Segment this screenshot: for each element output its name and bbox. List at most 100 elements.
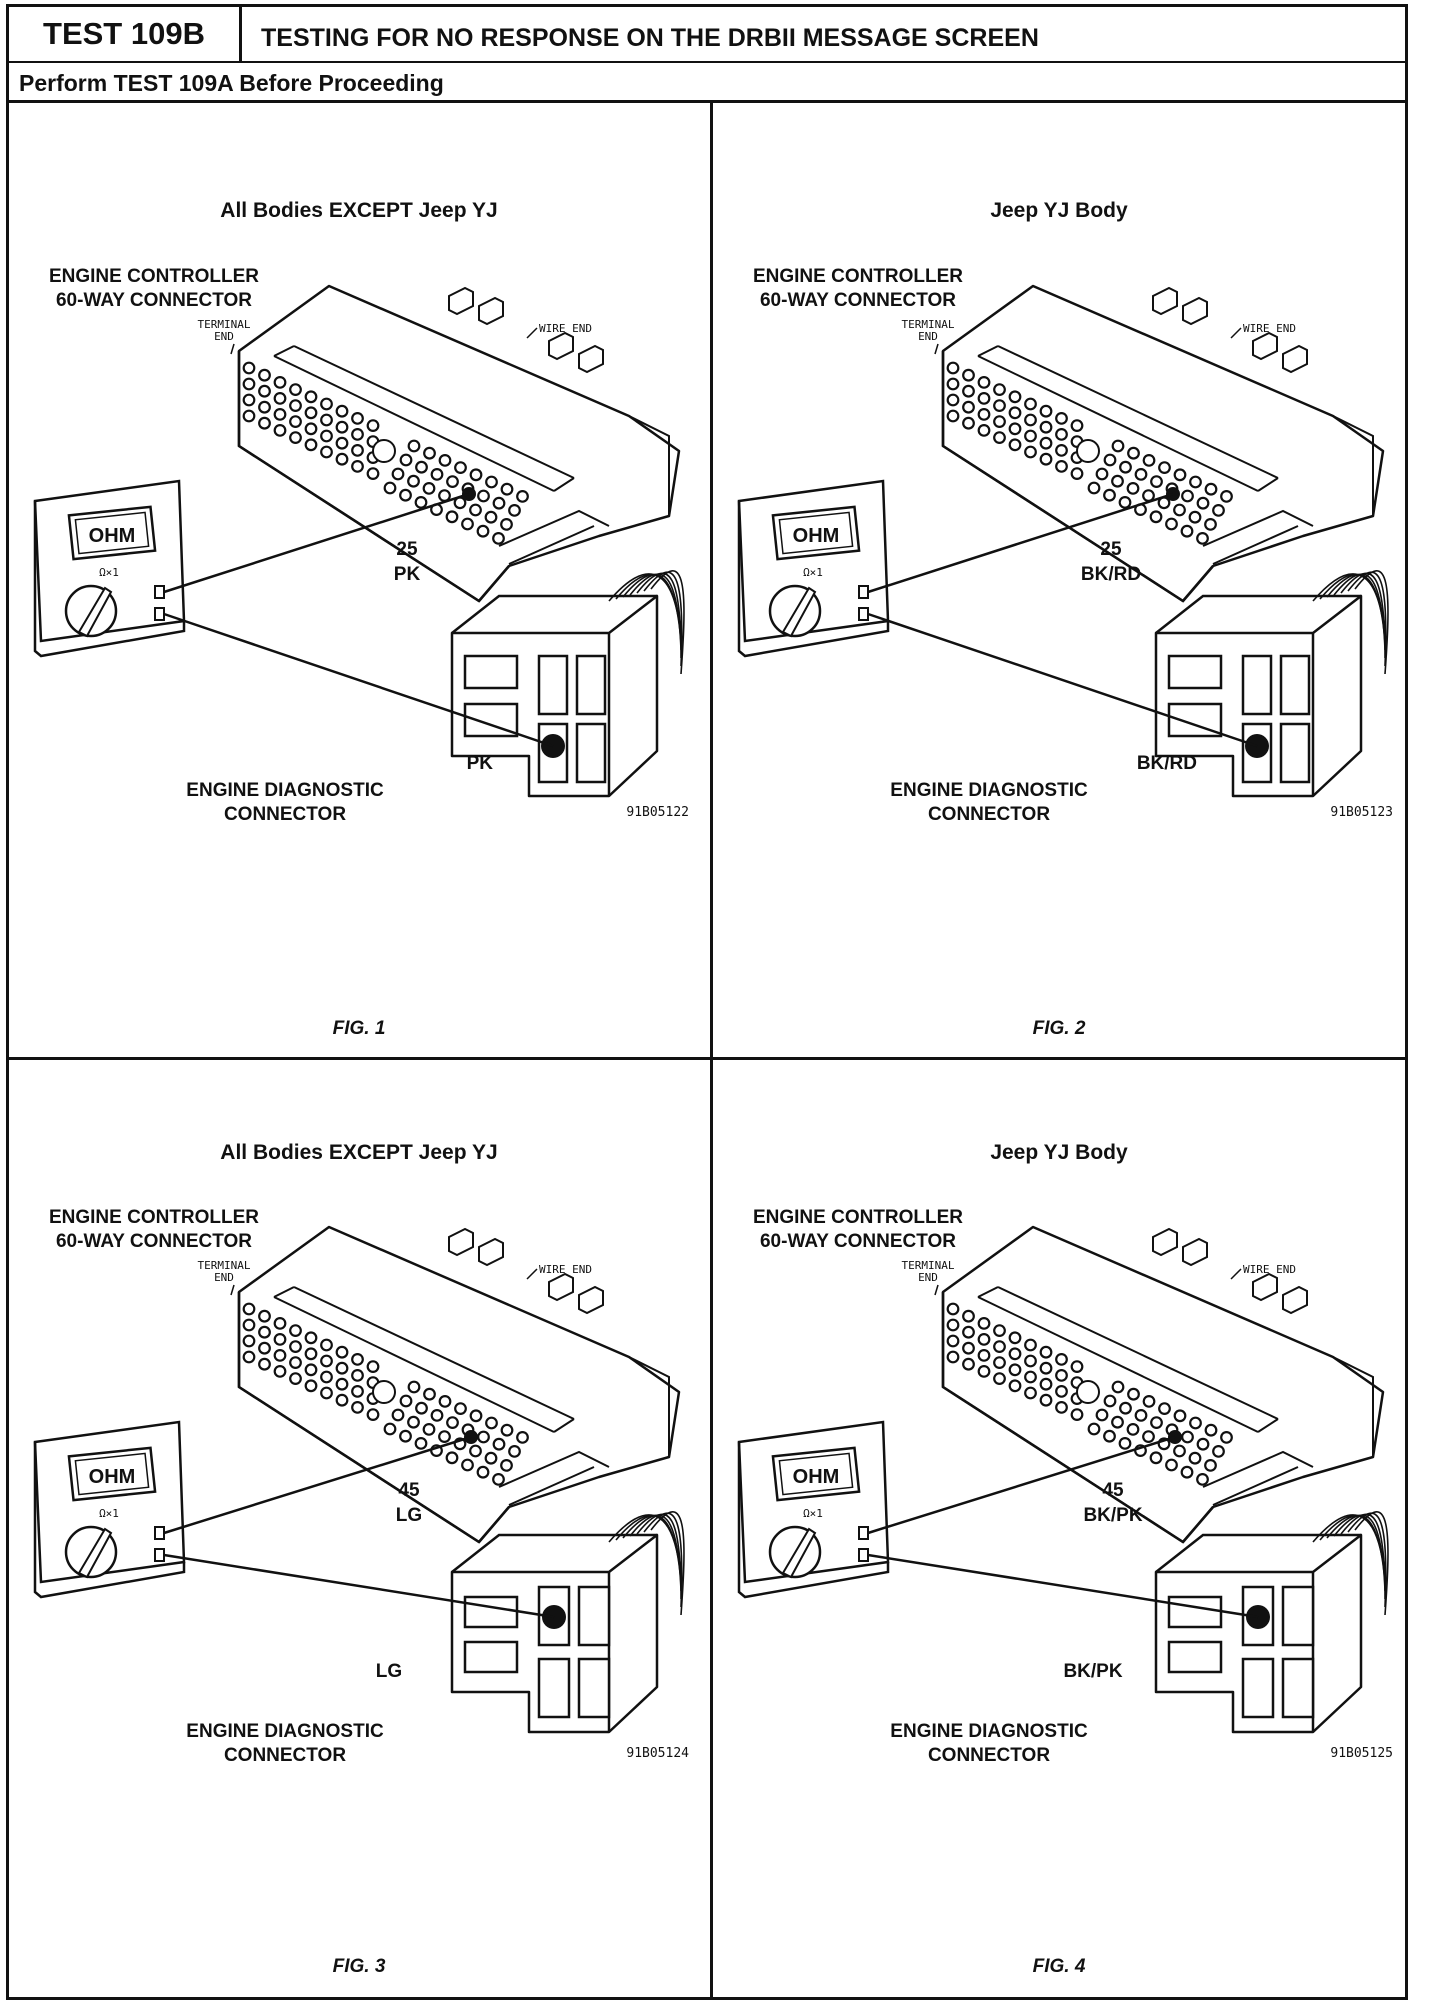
connector-rail-end [977, 1286, 1279, 1433]
body-type-title: Jeep YJ Body [990, 1141, 1128, 1164]
terminal-pin [320, 397, 333, 411]
connector-face-edge [237, 1292, 510, 1544]
terminal-pin [993, 383, 1006, 397]
terminal-pin [1008, 1363, 1022, 1377]
subtitle-bar: Perform TEST 109A Before Proceeding [9, 63, 1405, 103]
controller-label: ENGINE CONTROLLER [753, 266, 963, 287]
terminal-pin [1142, 489, 1155, 503]
diag-wire-color-label: PK [467, 753, 494, 774]
terminal-pin [335, 420, 349, 434]
meter-display [771, 1446, 861, 1502]
connector-rail [997, 345, 1279, 479]
test-id: TEST 109B [9, 7, 242, 61]
connector-rail [273, 355, 555, 492]
terminal-pin [351, 411, 364, 425]
terminal-pin [993, 431, 1006, 445]
diag-wire-color-label: LG [376, 1661, 402, 1682]
terminal-pin [1070, 467, 1084, 481]
terminal-pin [1173, 1444, 1186, 1458]
connector-rail [293, 345, 575, 479]
pin-number-label: 25 [396, 539, 418, 560]
polarizing-key [372, 1380, 396, 1404]
terminal-pin [993, 415, 1006, 429]
terminal-pin [946, 1302, 960, 1316]
terminal-pin [258, 1309, 271, 1323]
meter-range-label: Ω×1 [99, 1507, 119, 1520]
terminal-pin [476, 524, 490, 538]
terminal-pin [1024, 397, 1037, 411]
terminal-pins [242, 361, 529, 545]
terminal-pin [977, 1364, 991, 1378]
terminal-pin [492, 532, 505, 545]
terminal-pin [500, 1459, 513, 1472]
terminal-pin [1024, 413, 1037, 427]
terminal-pin [993, 1372, 1006, 1386]
meter-jack [858, 585, 869, 599]
terminal-pin [1204, 482, 1218, 496]
terminal-pin [946, 377, 960, 391]
terminal-pin [1196, 1473, 1209, 1486]
latch-tab [448, 1227, 474, 1257]
terminal-pin [273, 1348, 287, 1362]
harness-wire [1333, 1514, 1386, 1592]
controller-label: ENGINE CONTROLLER [49, 1207, 259, 1228]
terminal-pin [391, 1408, 405, 1422]
terminal-pin [962, 416, 975, 430]
terminal-pin [962, 1357, 975, 1371]
test-sheet: TEST 109B TESTING FOR NO RESPONSE ON THE… [6, 4, 1408, 2000]
engine-diagnostic-connector [450, 570, 685, 798]
terminal-pin [415, 460, 428, 474]
terminal-pins [242, 1302, 529, 1486]
terminal-pin [1008, 390, 1022, 404]
diag-cavity [463, 1595, 519, 1629]
terminal-pin [320, 1370, 333, 1384]
terminal-pin [430, 1408, 444, 1422]
controller-label: 60-WAY CONNECTOR [56, 290, 252, 311]
terminal-pin [1180, 524, 1194, 538]
terminal-pin [445, 1451, 459, 1465]
latch-tab [478, 1237, 504, 1267]
terminal-pin [407, 474, 420, 488]
meter-jack [154, 1548, 165, 1562]
pin-number-label: 45 [398, 1480, 420, 1501]
leader-line [934, 1284, 939, 1296]
terminal-pin [1204, 1459, 1217, 1472]
diagnostic-connector-label: ENGINE DIAGNOSTIC [186, 780, 384, 801]
meter-jack [154, 1526, 165, 1540]
terminal-pin [977, 375, 991, 389]
terminal-pin [1220, 1430, 1233, 1444]
diag-cavity [463, 654, 519, 690]
terminal-pin [1039, 404, 1053, 418]
terminal-pin [273, 423, 287, 437]
terminal-pin [304, 1347, 318, 1361]
terminal-pin [1055, 1400, 1068, 1414]
terminal-pin [1103, 1394, 1117, 1408]
terminal-end-label: END [214, 1271, 234, 1284]
terminal-pin [304, 390, 318, 404]
figure-code: 91B05122 [626, 805, 689, 820]
harness-wire [1333, 573, 1386, 651]
terminal-pin [1024, 445, 1037, 459]
terminal-pin [1149, 1451, 1163, 1465]
dial-pointer [781, 586, 817, 638]
meter-display [771, 505, 861, 561]
terminal-pin [1196, 1437, 1210, 1451]
terminal-pin [422, 481, 436, 495]
panel-divider-vertical [710, 103, 713, 1997]
meter-range-label: Ω×1 [803, 1507, 823, 1520]
terminal-pin [485, 1416, 498, 1430]
terminal-pin [492, 1437, 506, 1451]
terminal-pin [423, 446, 436, 460]
terminal-pin [273, 375, 287, 389]
engine-diagnostic-connector [1154, 1511, 1389, 1734]
wire-color-label: LG [396, 1505, 422, 1526]
diag-wire-color-label: BK/RD [1137, 753, 1197, 774]
terminal-pin [1118, 1436, 1132, 1450]
diagnostic-connector-label: ENGINE DIAGNOSTIC [890, 780, 1088, 801]
terminal-pin [258, 384, 271, 398]
terminal-pin [1055, 427, 1068, 441]
terminal-pin [320, 413, 333, 427]
terminal-pin [1095, 1408, 1109, 1422]
terminal-pin [242, 1334, 256, 1348]
